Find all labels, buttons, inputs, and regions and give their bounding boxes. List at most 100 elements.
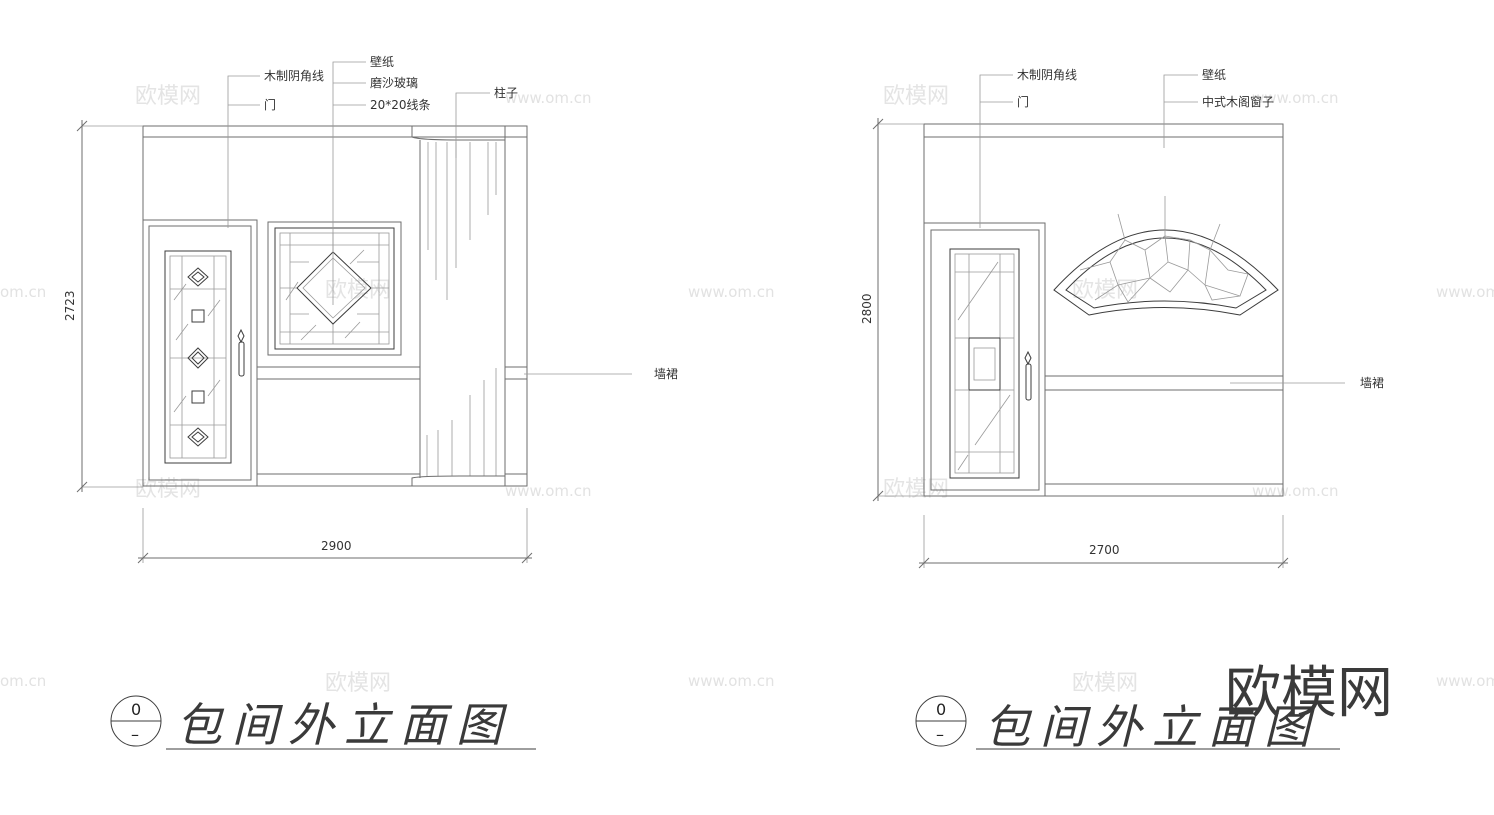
- right-door-glass-reflection: [957, 261, 999, 321]
- right-elevation: 木制阴角线 门 壁纸 中式木阁窗子 墙裙 2800 2700 0 – 包间外立面…: [860, 67, 1384, 754]
- left-door-diamond-ornament: [187, 267, 209, 287]
- left-door-square-ornament: [191, 309, 205, 323]
- watermark-cn: 欧模网: [883, 84, 949, 109]
- right-door-glass: [949, 248, 1020, 479]
- label-skirting: 墙裙: [654, 367, 678, 381]
- left-door-glass-inner: [169, 255, 227, 459]
- watermark-url: www.om.cn: [688, 283, 775, 301]
- left-door-diamond-ornament: [187, 347, 209, 369]
- right-door-glass-reflection: [974, 394, 1011, 446]
- left-door-glass-reflection: [173, 283, 187, 301]
- dim-width-text: 2700: [1089, 543, 1120, 557]
- watermark-cn: 欧模网: [325, 278, 391, 303]
- dim-width-text: 2900: [321, 539, 352, 553]
- left-window-glass-reflection: [300, 324, 317, 341]
- label-column: 柱子: [494, 85, 518, 100]
- label-window: 中式木阁窗子: [1202, 94, 1274, 109]
- right-fan-lattice: [1187, 239, 1211, 286]
- left-door-diamond-ornament: [191, 431, 205, 443]
- left-window-glass-reflection: [349, 249, 365, 265]
- dim-tick: [918, 557, 930, 569]
- right-fan-lattice: [1079, 261, 1119, 301]
- label-wallpaper: 壁纸: [1202, 67, 1226, 82]
- right-fan-lattice: [1117, 213, 1126, 241]
- watermark-url: om.cn: [0, 283, 46, 301]
- label-door: 门: [264, 97, 276, 112]
- left-door-leaf: [148, 225, 252, 481]
- watermarks: 欧模网 www.om.cn 欧模网 www.om.cn om.cn 欧模网 ww…: [0, 84, 1494, 696]
- right-section-tag-number: 0: [936, 700, 946, 719]
- right-fan-window-inner: [1065, 237, 1267, 309]
- left-door-frame: [142, 219, 258, 487]
- watermark-url: www.om.cn: [505, 89, 592, 107]
- watermark-cn: 欧模网: [1072, 671, 1138, 696]
- right-fan-lattice: [1204, 284, 1241, 301]
- left-door-glass: [164, 250, 232, 464]
- label-skirting: 墙裙: [1360, 376, 1384, 390]
- brand-logo-text: 欧模网: [1225, 661, 1393, 726]
- watermark-url: www.om.cn: [688, 672, 775, 690]
- leader-cornice: [979, 74, 1013, 228]
- watermark-url: www.om.cn: [1252, 482, 1339, 500]
- dim-tick: [76, 481, 88, 493]
- left-section-tag-number: 0: [131, 700, 141, 719]
- left-window-diamond-inner: [302, 257, 366, 319]
- right-door-frame: [923, 222, 1046, 497]
- left-door-glass-reflection: [207, 299, 221, 317]
- right-fan-window-outer: [1053, 229, 1279, 316]
- left-door-glass-reflection: [173, 395, 187, 413]
- left-door-diamond-ornament: [191, 271, 205, 283]
- right-door-center-ornament-inner: [973, 347, 996, 381]
- left-window-glass-reflection: [344, 321, 361, 339]
- watermark-cn: 欧模网: [1072, 278, 1138, 303]
- label-wallpaper: 壁纸: [370, 54, 394, 69]
- dim-tick: [872, 490, 884, 502]
- watermark-cn: 欧模网: [135, 477, 201, 502]
- dim-tick: [137, 552, 149, 564]
- leader-column: [455, 92, 490, 158]
- label-cornice: 木制阴角线: [1017, 68, 1077, 82]
- left-door-diamond-ornament: [187, 427, 209, 447]
- left-section-tag-sub: –: [131, 725, 139, 744]
- watermark-url: om.cn: [0, 672, 46, 690]
- left-window-lattice-inner: [279, 232, 390, 345]
- left-window-lattice-outer: [274, 227, 395, 350]
- right-door-handle: [1025, 363, 1032, 401]
- left-window-diamond: [296, 251, 372, 325]
- left-window-frame: [267, 221, 402, 356]
- right-door-glass-inner: [954, 253, 1015, 474]
- label-frosted-glass: 磨沙玻璃: [370, 76, 418, 90]
- left-wall-outline: [142, 125, 528, 487]
- left-door-square-ornament: [191, 390, 205, 404]
- watermark-url: www.om.cn: [505, 482, 592, 500]
- label-door: 门: [1017, 94, 1029, 109]
- right-door-center-ornament: [968, 337, 1001, 391]
- left-door-handle: [238, 341, 245, 377]
- left-column-base: [411, 475, 506, 486]
- right-fan-lattice: [1117, 277, 1151, 303]
- left-door-glass-reflection: [175, 323, 189, 341]
- watermark-url: www.om.cn: [1436, 672, 1494, 690]
- left-door-glass-reflection: [207, 379, 221, 397]
- leader-wallpaper: [332, 61, 366, 305]
- right-door-handle-knob: [1024, 350, 1032, 366]
- leader-wallpaper: [1163, 74, 1198, 148]
- watermark-cn: 欧模网: [135, 84, 201, 109]
- dim-tick: [76, 120, 88, 132]
- right-fan-lattice: [1164, 235, 1191, 271]
- right-door-glass-reflection: [957, 454, 969, 471]
- left-door-handle-knob: [237, 328, 245, 344]
- right-section-tag-sub: –: [936, 725, 944, 744]
- left-elevation: 木制阴角线 门 壁纸 磨沙玻璃 20*20线条 柱子 墙裙 2723 2900 …: [63, 54, 678, 752]
- left-door-diamond-ornament: [191, 351, 205, 365]
- right-fan-lattice: [1209, 223, 1221, 251]
- right-wall-outline: [923, 123, 1284, 497]
- right-fan-lattice: [1149, 269, 1189, 293]
- leader-cornice: [227, 75, 260, 228]
- right-fan-lattice: [1144, 235, 1169, 279]
- right-fan-lattice: [1204, 249, 1249, 297]
- left-window-glass-reflection: [285, 281, 299, 301]
- dim-height-text: 2723: [63, 290, 77, 321]
- right-door-leaf: [930, 229, 1040, 491]
